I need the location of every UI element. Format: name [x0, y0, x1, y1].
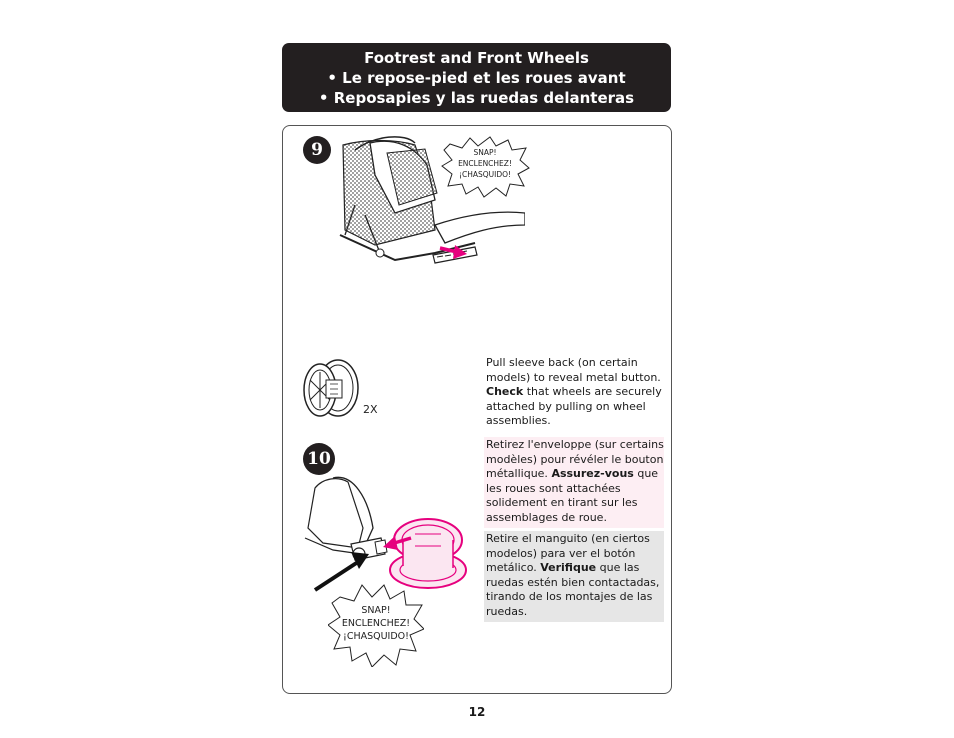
- wheel-count-label: 2X: [363, 403, 378, 416]
- snap-burst-step10: [328, 584, 424, 667]
- instructions-es: Retire el manguito (en ciertos modelos) …: [484, 531, 664, 622]
- snap-en: SNAP!: [473, 148, 497, 157]
- instructions-en-text2: that wheels are securely attached by pul…: [486, 385, 662, 427]
- instructions-es-text1: Retire el manguito (en ciertos modelos) …: [486, 532, 650, 574]
- instructions-en-bold: Check: [486, 385, 524, 398]
- instructions-fr-bold: Assurez-vous: [551, 467, 634, 480]
- instructions-en-text1: Pull sleeve back (on certain models) to …: [486, 356, 661, 384]
- section-header: Footrest and Front Wheels • Le repose-pi…: [282, 43, 671, 112]
- instructions-fr: Retirez l'enveloppe (sur certains modèle…: [484, 437, 664, 528]
- instructions-es-bold: Verifique: [540, 561, 597, 574]
- step-9-badge: 9: [303, 136, 331, 164]
- step-10-badge: 10: [303, 443, 335, 475]
- snap-text-step10: SNAP! ENCLENCHEZ! ¡CHASQUIDO!: [328, 604, 424, 643]
- instructions-es-text2: que las ruedas estén bien contactadas, t…: [486, 561, 660, 618]
- front-wheel-illustration: [304, 476, 467, 592]
- header-title-fr: • Le repose-pied et les roues avant: [327, 68, 626, 87]
- header-title-en: Footrest and Front Wheels: [364, 48, 589, 67]
- instructions-en: Pull sleeve back (on certain models) to …: [486, 356, 664, 429]
- snap-text-step9: SNAP! ENCLENCHEZ! ¡CHASQUIDO!: [440, 147, 530, 180]
- instructions-fr-text1: Retirez l'enveloppe (sur certains modèle…: [486, 438, 664, 480]
- step-9-number: 9: [311, 140, 323, 160]
- snap-fr: ENCLENCHEZ!: [458, 159, 512, 168]
- header-title-es: • Reposapies y las ruedas delanteras: [318, 88, 635, 107]
- snap-es: ¡CHASQUIDO!: [343, 631, 409, 642]
- instructions-fr-text2: que les roues sont attachées solidement …: [486, 467, 659, 524]
- page-number: 12: [468, 705, 486, 719]
- step-10-number: 10: [307, 449, 331, 469]
- snap-en: SNAP!: [361, 605, 391, 616]
- snap-fr: ENCLENCHEZ!: [341, 618, 411, 629]
- wheel-assembly-illustration: [303, 359, 359, 417]
- footrest-illustration: [339, 136, 525, 264]
- snap-es: ¡CHASQUIDO!: [458, 170, 512, 179]
- snap-burst-step9: [441, 136, 530, 198]
